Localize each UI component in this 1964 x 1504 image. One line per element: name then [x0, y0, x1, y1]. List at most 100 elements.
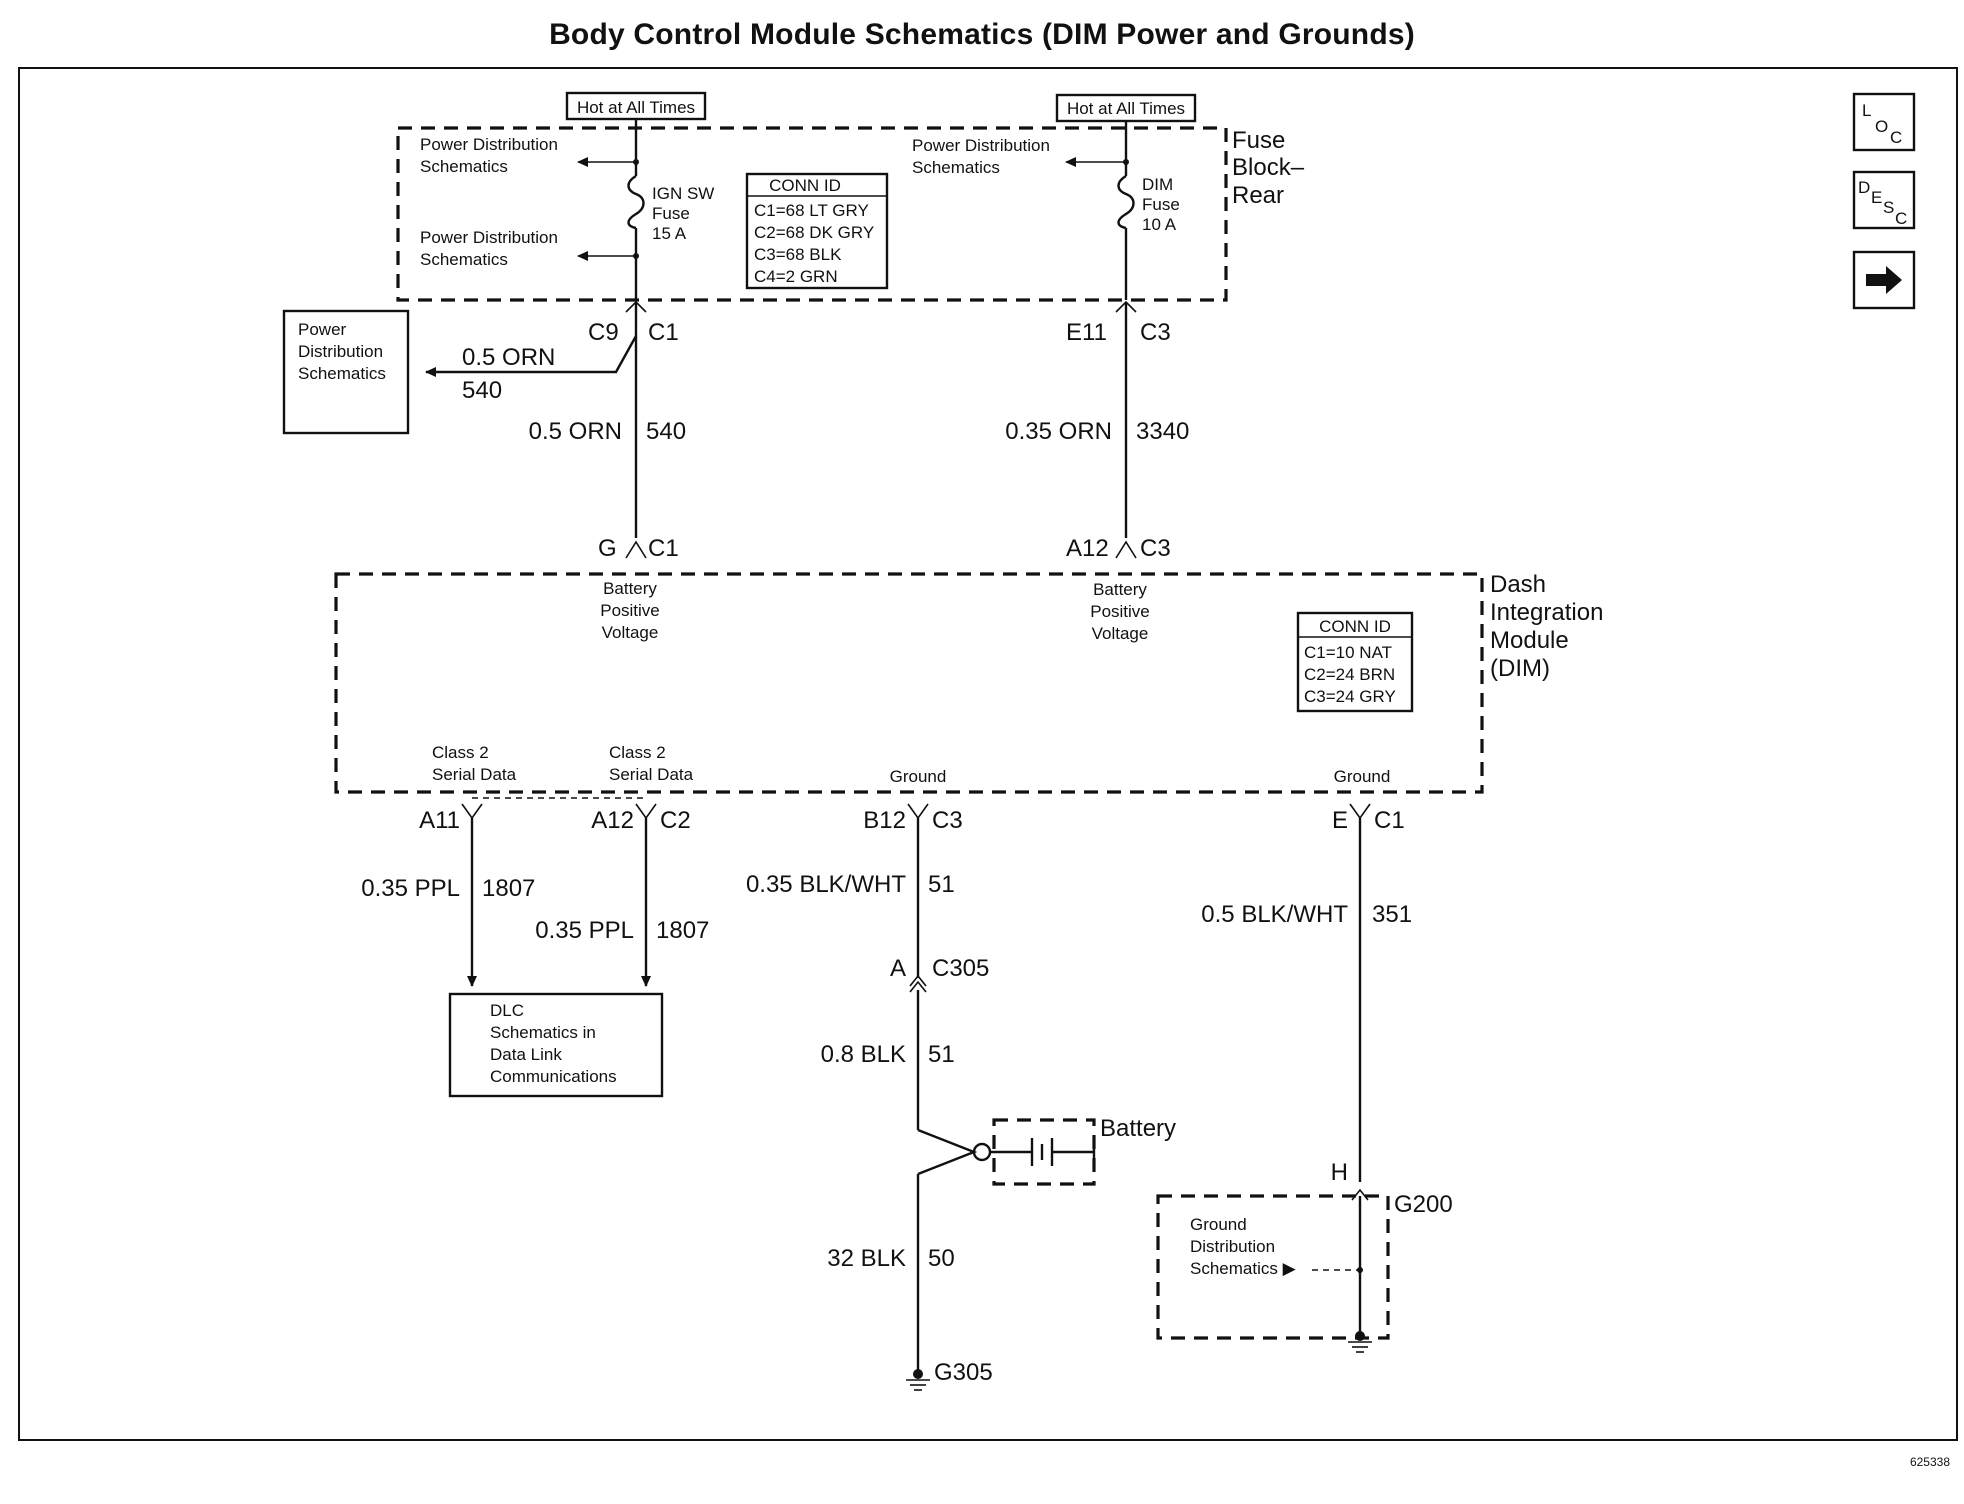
dlc-box-2: Schematics in [490, 1023, 596, 1042]
dim-conn-id-row-2: C2=24 BRN [1304, 665, 1395, 684]
sr-wire: 0.35 PPL [535, 917, 634, 944]
gm-pin: B12 [863, 807, 906, 834]
gr-wire: 0.5 BLK/WHT [1201, 901, 1348, 928]
right-arrow-icon [1866, 266, 1902, 294]
ul-pin: C9 [588, 319, 619, 346]
fuse-conn-id-title: CONN ID [769, 176, 841, 195]
fuse-icon-right [1117, 174, 1135, 230]
gm-ground: G305 [934, 1359, 993, 1386]
ur-dim-label-3: Voltage [1092, 624, 1149, 643]
gm-wire2: 0.8 BLK [821, 1041, 906, 1068]
fuse-icon-left [627, 174, 645, 230]
loc-sub2: C [1890, 128, 1902, 147]
fuse-conn-id-row-3: C3=68 BLK [754, 245, 842, 264]
desc-sub2: S [1883, 198, 1894, 217]
fuse-block-label-3: Rear [1232, 182, 1284, 209]
hot-label-left: Hot at All Times [577, 98, 695, 117]
sl-circuit: 1807 [482, 875, 535, 902]
fuse-block-label-2: Block– [1232, 154, 1305, 181]
fuse-left-1: IGN SW [652, 184, 714, 203]
fuse-right-1: DIM [1142, 175, 1173, 194]
fuse-conn-id-row-2: C2=68 DK GRY [754, 223, 874, 242]
fuse-right-3: 10 A [1142, 215, 1177, 234]
gr-connector: C1 [1374, 807, 1405, 834]
sl-wire: 0.35 PPL [361, 875, 460, 902]
serial-left-label-1: Class 2 [432, 743, 489, 762]
desc-main: D [1858, 178, 1870, 197]
fuse-conn-id-row-4: C4=2 GRN [754, 267, 838, 286]
ul-circuit: 540 [646, 418, 686, 445]
dim-conn-id-row-1: C1=10 NAT [1304, 643, 1392, 662]
ur-wire: 0.35 ORN [1005, 418, 1112, 445]
serial-left-label-2: Serial Data [432, 765, 517, 784]
gm-inline-pin: A [890, 955, 906, 982]
ur-dim-label-1: Battery [1093, 580, 1147, 599]
pd-bottom-left-1: Power Distribution [420, 228, 558, 247]
pd-top-left-2: Schematics [420, 157, 508, 176]
fuse-conn-id-row-1: C1=68 LT GRY [754, 201, 869, 220]
ur-dim-connector: C3 [1140, 535, 1171, 562]
sl-pin: A11 [419, 807, 460, 834]
pd-box [282, 309, 410, 435]
gm-circuit3: 50 [928, 1245, 955, 1272]
sr-circuit: 1807 [656, 917, 709, 944]
ul-dim-label-2: Positive [600, 601, 660, 620]
gr-circuit: 351 [1372, 901, 1412, 928]
dim-label-1: Dash [1490, 571, 1546, 598]
doc-number: 625338 [1910, 1455, 1950, 1469]
ul-dim-connector: C1 [648, 535, 679, 562]
sr-pin: A12 [591, 807, 634, 834]
next-button[interactable] [1852, 250, 1916, 310]
page-title: Body Control Module Schematics (DIM Powe… [549, 18, 1415, 51]
ground-icon-g200 [1348, 1331, 1372, 1353]
desc-button[interactable]: D E S C [1852, 170, 1916, 230]
ul-branch-circuit: 540 [462, 377, 502, 404]
gr-ground: G200 [1394, 1191, 1453, 1218]
ur-dim-label-2: Positive [1090, 602, 1150, 621]
pd-top-right-1: Power Distribution [912, 136, 1050, 155]
fuse-block-outline [396, 126, 1228, 302]
fuse-left-2: Fuse [652, 204, 690, 223]
pd-box-3: Schematics [298, 364, 386, 383]
ul-dim-pin: G [598, 535, 617, 562]
fuse-conn-id-box [745, 172, 889, 290]
sr-connector: C2 [660, 807, 691, 834]
dim-conn-id-row-3: C3=24 GRY [1304, 687, 1396, 706]
gm-connector: C3 [932, 807, 963, 834]
dlc-box [448, 992, 664, 1098]
pd-box-2: Distribution [298, 342, 383, 361]
gr-inline-pin: H [1331, 1159, 1348, 1186]
dim-conn-id-title: CONN ID [1319, 617, 1391, 636]
gm-inline-connector: C305 [932, 955, 989, 982]
serial-right-label-2: Serial Data [609, 765, 694, 784]
ul-dim-label-3: Voltage [602, 623, 659, 642]
serial-right-label-1: Class 2 [609, 743, 666, 762]
gd-box-3: Schematics ▶ [1190, 1259, 1297, 1278]
gd-box-2: Distribution [1190, 1237, 1275, 1256]
ground-icon-g305 [906, 1369, 930, 1391]
ground-distribution-outline [1156, 1194, 1390, 1340]
ground-right-label: Ground [1334, 767, 1391, 786]
fuse-left-3: 15 A [652, 224, 687, 243]
dlc-box-3: Data Link [490, 1045, 562, 1064]
ul-connector: C1 [648, 319, 679, 346]
dim-conn-id-box [1296, 611, 1414, 713]
loc-button[interactable]: L O C [1852, 92, 1916, 152]
desc-sub: E [1871, 188, 1882, 207]
desc-sub3: C [1895, 209, 1907, 228]
ul-dim-label-1: Battery [603, 579, 657, 598]
ul-branch-wire: 0.5 ORN [462, 344, 555, 371]
dlc-box-1: DLC [490, 1001, 524, 1020]
gm-circuit: 51 [928, 871, 955, 898]
loc-sub: O [1875, 117, 1888, 136]
fuse-right-2: Fuse [1142, 195, 1180, 214]
pd-box-1: Power [298, 320, 347, 339]
hot-label-right-box [1055, 93, 1197, 123]
pd-top-right-2: Schematics [912, 158, 1000, 177]
battery-label: Battery [1100, 1115, 1176, 1142]
dim-label-4: (DIM) [1490, 655, 1550, 682]
gm-circuit2: 51 [928, 1041, 955, 1068]
ul-wire: 0.5 ORN [529, 418, 622, 445]
hot-label-right: Hot at All Times [1067, 99, 1185, 118]
